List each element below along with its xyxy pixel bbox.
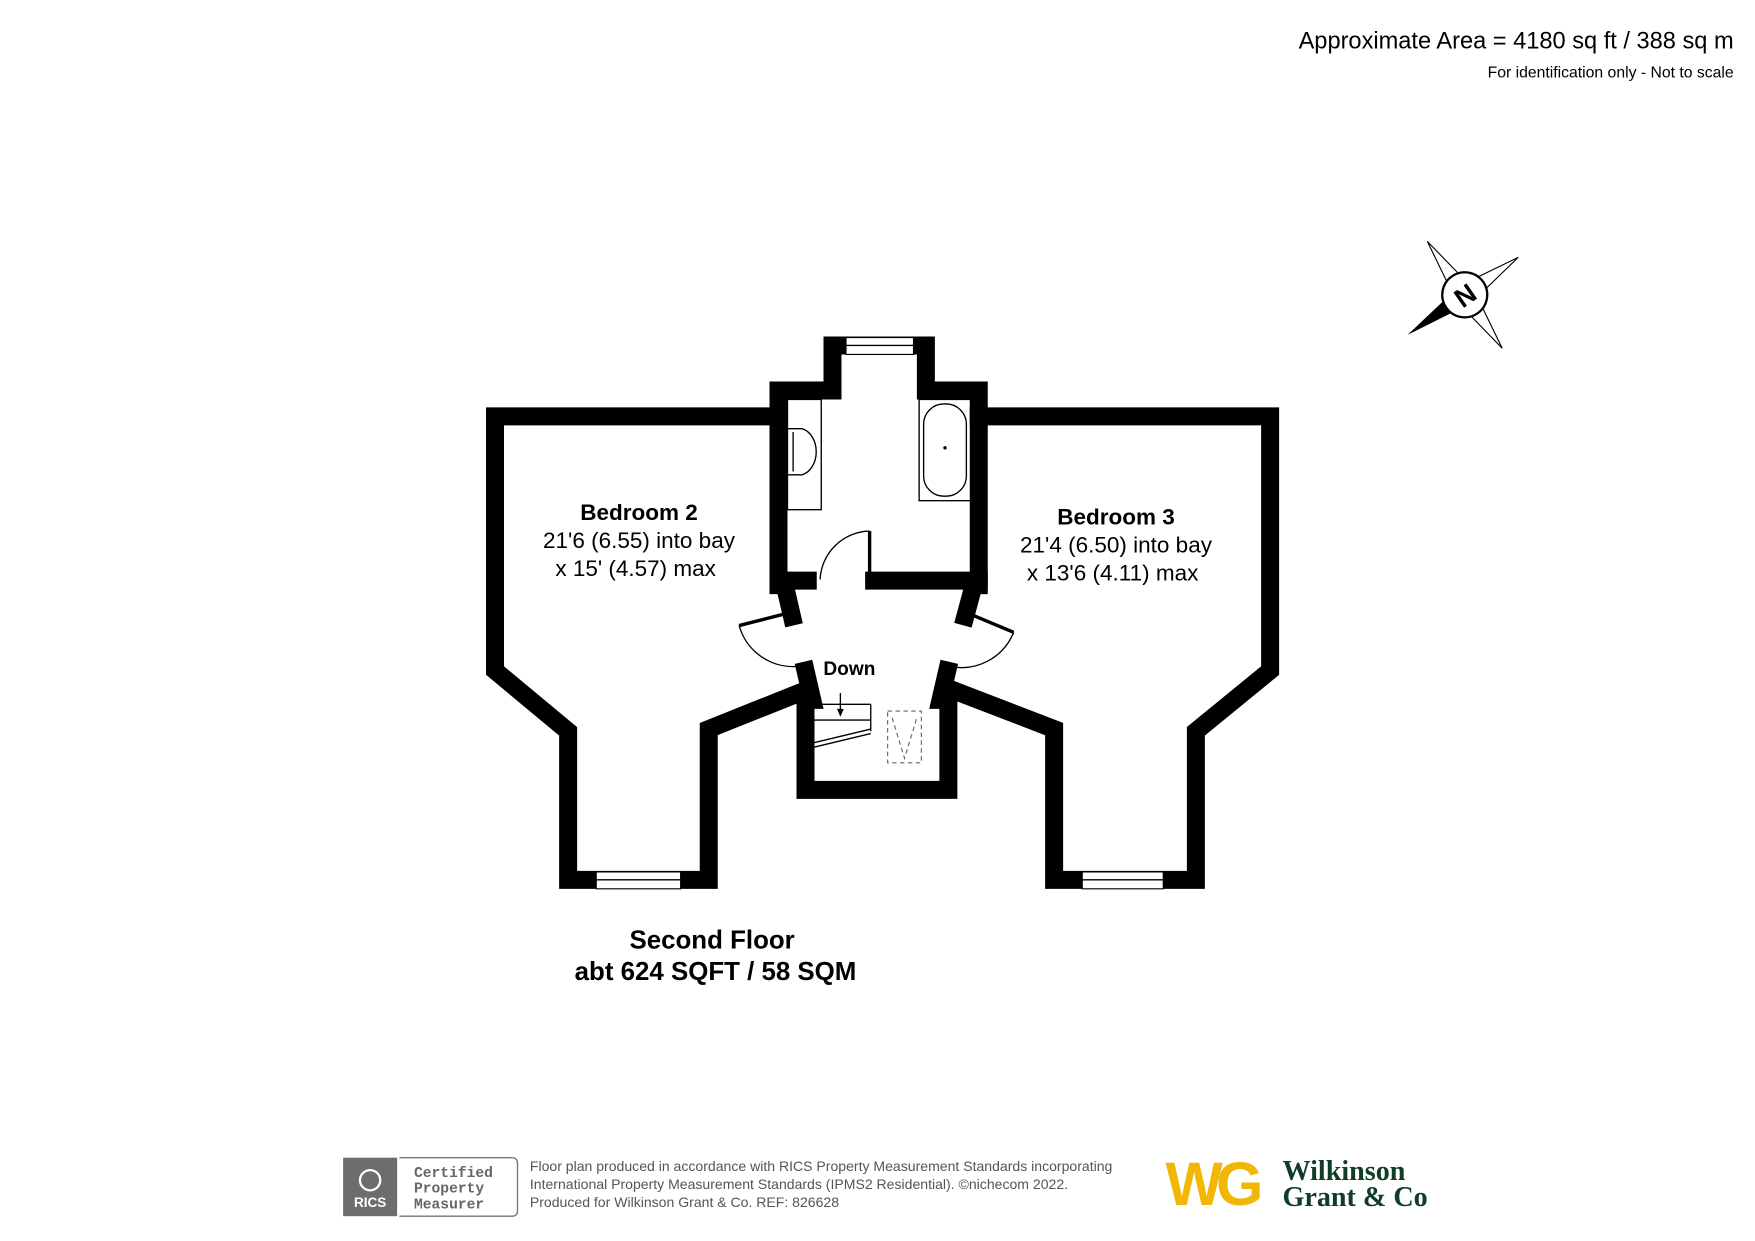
footer-text: Floor plan produced in accordance with R… [530,1158,1112,1174]
svg-text:RICS: RICS [354,1195,386,1210]
stairs-label: Down [823,659,875,680]
approximate-area: Approximate Area = 4180 sq ft / 388 sq m [1299,28,1734,54]
windows [595,337,1164,890]
badge-line: Property [414,1182,484,1198]
room-dimension: 21'4 (6.50) into bay [1020,532,1213,557]
room-bedroom-2: Bedroom 2 21'6 (6.55) into bay x 15' (4.… [543,500,736,581]
svg-text:Wilkinson: Wilkinson [1283,1156,1406,1187]
footer-text: Produced for Wilkinson Grant & Co. REF: … [530,1194,839,1210]
walls [486,336,1280,889]
floor-area: abt 624 SQFT / 58 SQM [575,958,857,986]
compass-icon: N [1407,240,1519,349]
room-dimension: x 15' (4.57) max [555,556,716,581]
room-name: Bedroom 2 [580,500,698,525]
room-dimension: 21'6 (6.55) into bay [543,528,736,553]
bathroom-fixtures [786,398,972,511]
stairs [814,693,922,764]
badge-line: Certified [414,1166,493,1182]
rics-logo: RICS Certified Property Measurer [343,1157,519,1217]
wilkinson-grant-logo: WG Wilkinson Grant & Co [1166,1150,1428,1218]
badge-line: Measurer [414,1197,484,1213]
disclaimer: For identification only - Not to scale [1488,65,1734,82]
footer-text: International Property Measurement Stand… [530,1176,1068,1192]
svg-text:WG: WG [1166,1150,1261,1218]
svg-text:Grant & Co: Grant & Co [1283,1182,1428,1213]
room-name: Bedroom 3 [1057,504,1175,529]
floor-name: Second Floor [630,926,795,954]
room-bedroom-3: Bedroom 3 21'4 (6.50) into bay x 13'6 (4… [1020,504,1213,585]
room-dimension: x 13'6 (4.11) max [1027,561,1199,586]
doors [738,530,1015,669]
